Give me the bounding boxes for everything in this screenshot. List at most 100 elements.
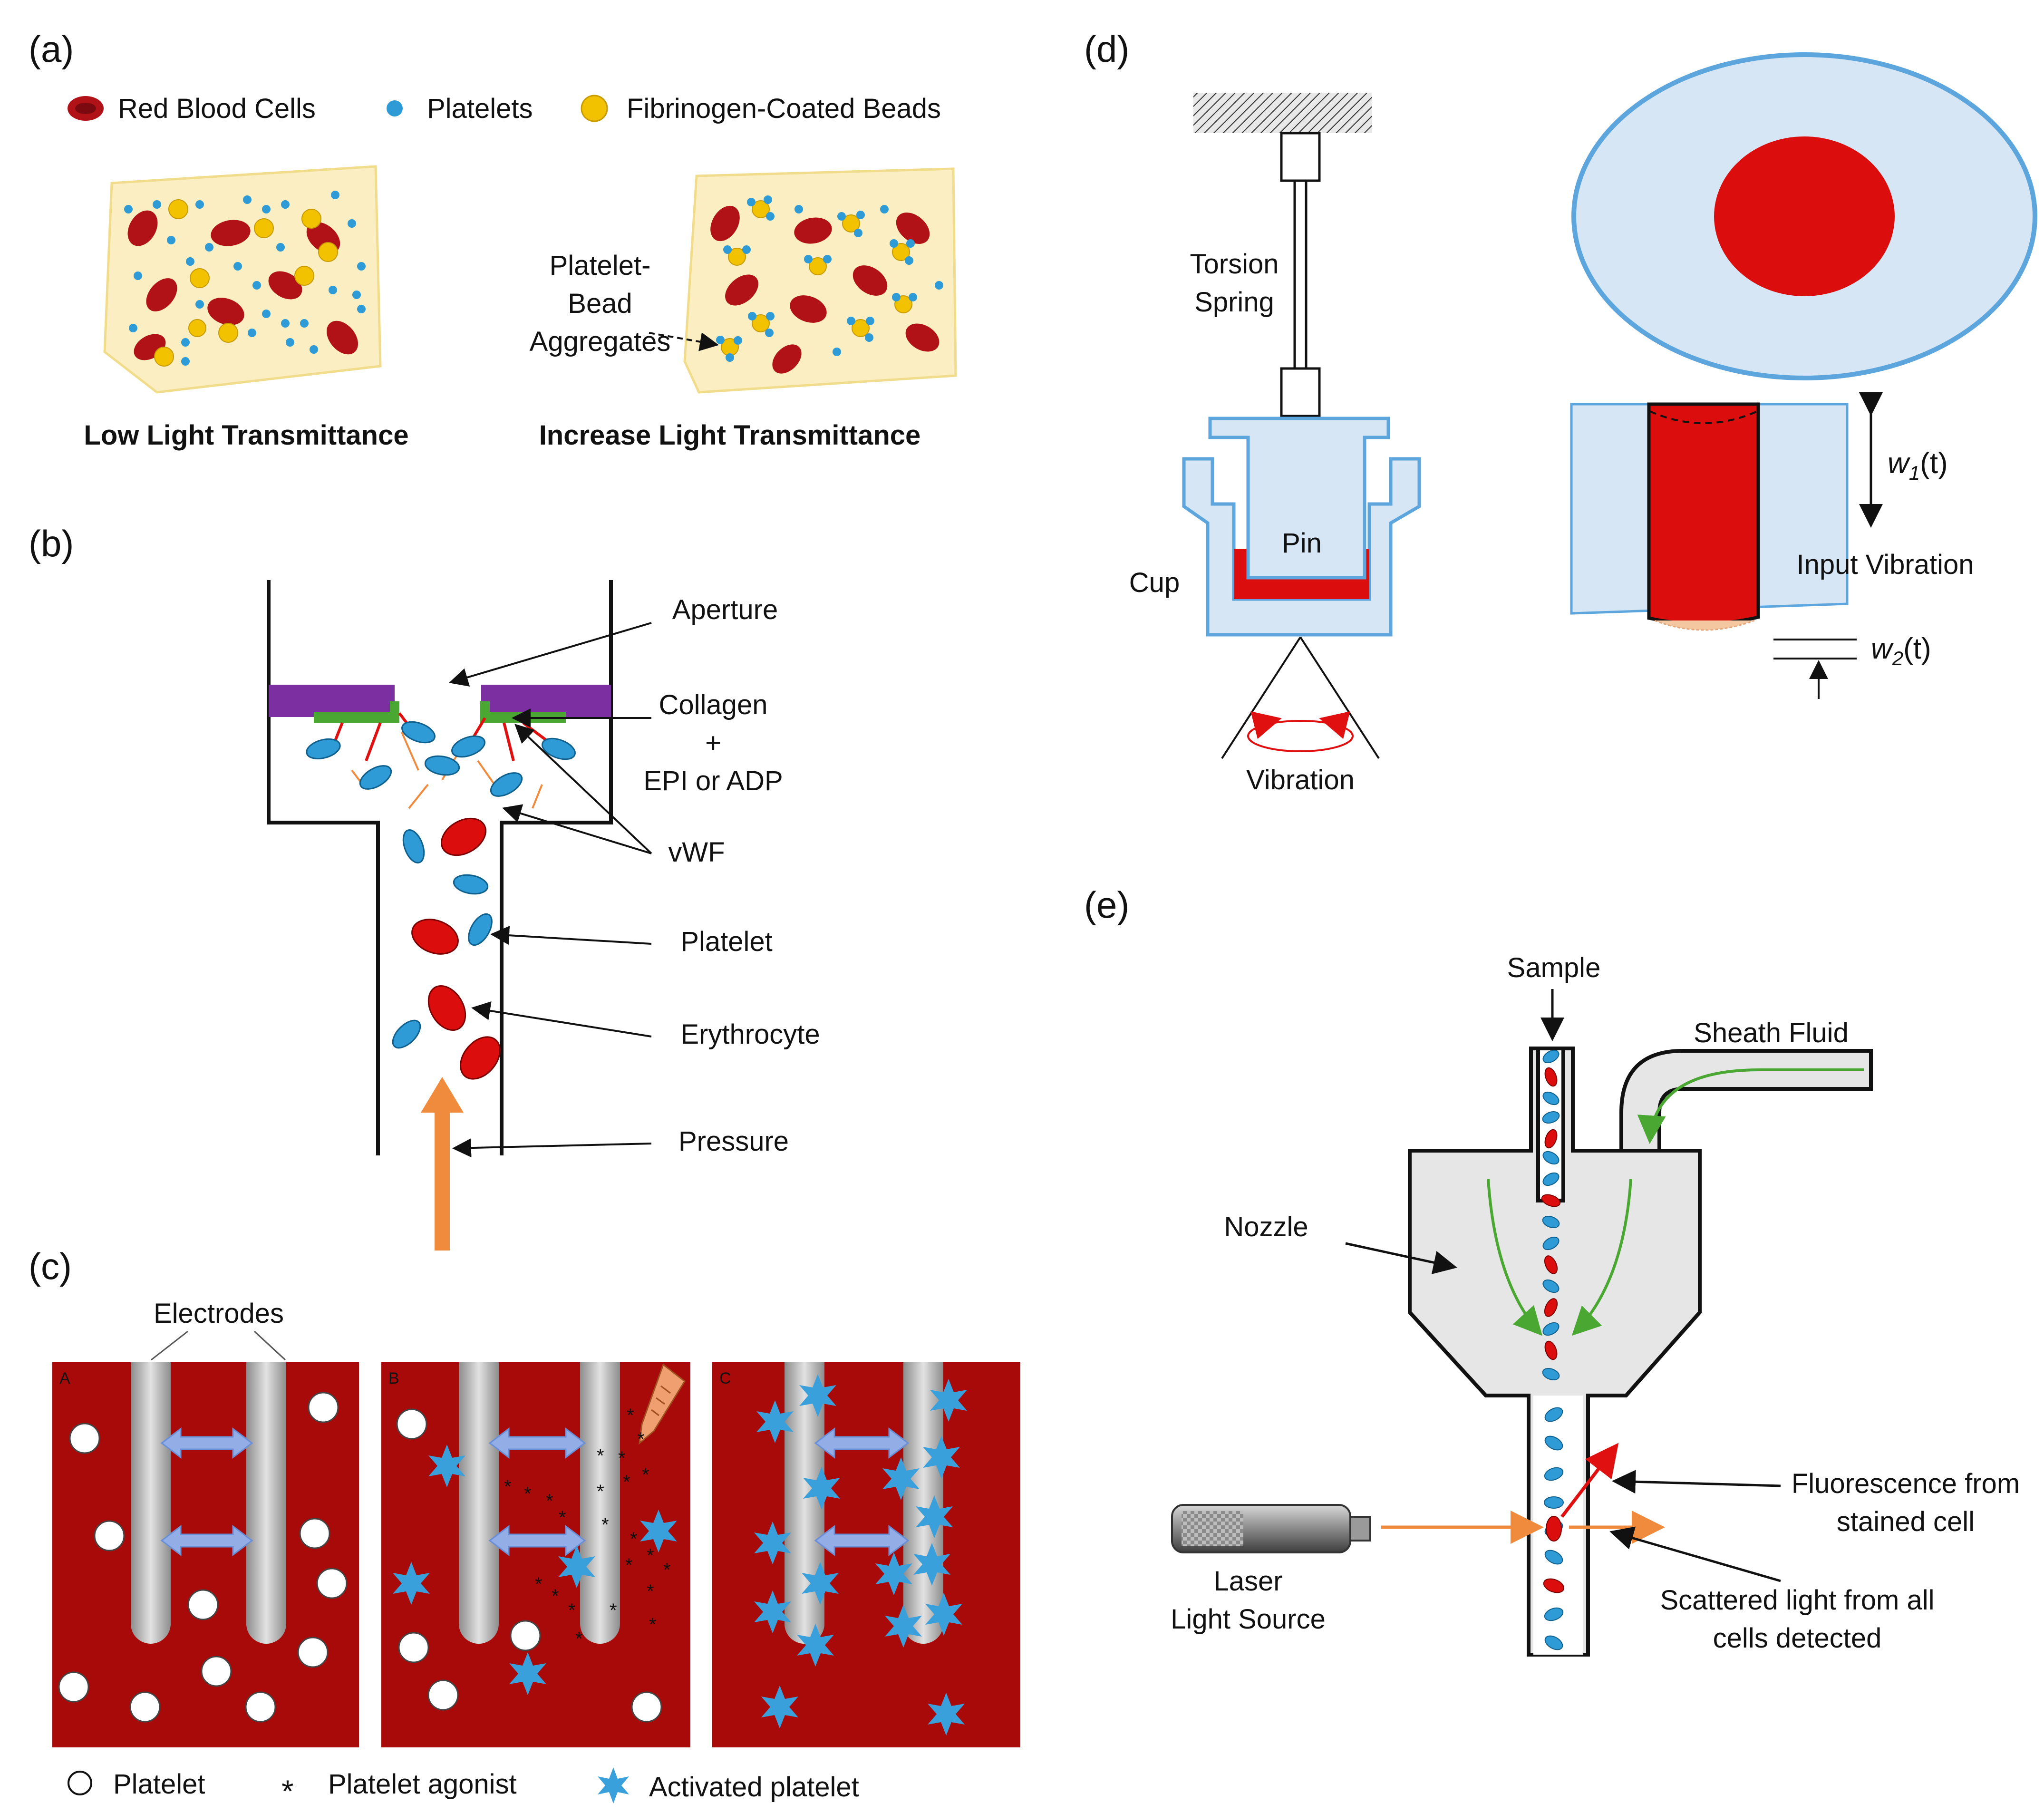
pin [1208, 417, 1390, 580]
platelets-b [306, 721, 576, 1049]
panel-a: (a) Red Blood Cells Platelets Fibrinogen… [29, 28, 957, 451]
subpanel-c: C [712, 1362, 1020, 1747]
collagen-label-line3: EPI or ADP [643, 766, 783, 796]
impedance-arrows-c [814, 1427, 910, 1556]
svg-text:*: * [637, 1429, 645, 1450]
caption-increase-transmittance: Increase Light Transmittance [539, 420, 921, 451]
displacement-bulge [1654, 620, 1755, 631]
impedance-arrows-b [488, 1427, 586, 1556]
aggregate-arrow [649, 332, 719, 351]
subpanel-a: A [52, 1362, 359, 1747]
aggregate-label-line1: Platelet- [550, 250, 651, 281]
svg-text:*: * [601, 1514, 609, 1535]
nozzle-label: Nozzle [1224, 1212, 1308, 1242]
platelet-icon [387, 100, 403, 116]
sample-label: Sample [1507, 952, 1601, 983]
cup-label: Cup [1129, 567, 1180, 598]
sheath-fluid-tube [1619, 1049, 1873, 1153]
svg-text:*: * [552, 1586, 559, 1607]
erythrocytes-b [411, 817, 501, 1080]
panel-c-legend: Platelet * Platelet agonist Activated pl… [68, 1767, 859, 1809]
panel-b-pointers [449, 622, 652, 1158]
activated-platelets-c [754, 1374, 967, 1735]
svg-text:*: * [524, 1483, 532, 1504]
electrode-c-left [785, 1362, 824, 1644]
svg-text:*: * [647, 1545, 654, 1566]
rotation-arrow-left [1250, 711, 1282, 739]
activated-platelets-b [393, 1445, 677, 1695]
collagen-label-line1: Collagen [659, 689, 768, 720]
panel-e-label: (e) [1084, 884, 1129, 926]
panel-c-label: (c) [29, 1245, 72, 1287]
electrodes-label: Electrodes [154, 1298, 284, 1329]
panel-b-label: (b) [29, 523, 74, 564]
platelets-b-sub [396, 1408, 662, 1723]
svg-text:*: * [630, 1529, 638, 1550]
svg-text:*: * [575, 1629, 583, 1649]
torsion-label-line2: Spring [1194, 287, 1274, 318]
legend-platelet-label: Platelet [113, 1769, 205, 1800]
platelet-label: Platelet [680, 926, 772, 957]
nozzle-pointer [1345, 1242, 1457, 1274]
w2-label: w2(t) [1871, 632, 1931, 669]
legend-activated-label: Activated platelet [649, 1772, 859, 1803]
side-view-sample [1647, 402, 1760, 626]
panel-c: (c) Electrodes A B [29, 1245, 1020, 1809]
vwf-label: vWF [668, 837, 725, 868]
activated-platelet-legend-icon [598, 1767, 629, 1803]
svg-text:*: * [618, 1448, 626, 1469]
detected-stained-cell [1546, 1516, 1562, 1542]
platelets-a [58, 1392, 348, 1723]
membrane-left [269, 685, 395, 717]
panel-a-label: (a) [29, 28, 74, 70]
pipette-icon [639, 1363, 686, 1445]
collagen-left [314, 701, 399, 723]
caption-low-transmittance: Low Light Transmittance [84, 420, 408, 451]
legend-beads-label: Fibrinogen-Coated Beads [627, 93, 941, 124]
sheath-fluid-label: Sheath Fluid [1694, 1018, 1849, 1048]
svg-text:*: * [546, 1491, 553, 1512]
meniscus-dashed [1649, 410, 1758, 424]
dish-increased-transmittance [683, 167, 957, 394]
electrode-a-left [131, 1362, 171, 1644]
svg-text:*: * [597, 1445, 604, 1466]
svg-text:*: * [623, 1472, 630, 1493]
svg-text:*: * [642, 1464, 649, 1485]
svg-text:*: * [627, 1405, 634, 1426]
svg-text:*: * [535, 1574, 542, 1595]
svg-text:*: * [610, 1600, 617, 1621]
aggregates-right [716, 195, 943, 362]
vwf-fibers [351, 732, 543, 809]
fluorescence-label-line2: stained cell [1837, 1506, 1975, 1537]
cup [1182, 457, 1421, 637]
torsion-wire [1293, 179, 1308, 370]
collagen-label-line2: + [705, 727, 721, 758]
laser-device [1171, 1504, 1371, 1553]
pressure-label: Pressure [678, 1126, 789, 1157]
panel-a-legend: Red Blood Cells Platelets Fibrinogen-Coa… [68, 93, 941, 124]
pin-label: Pin [1282, 528, 1322, 559]
lower-clamp [1280, 367, 1321, 417]
subpanel-b: B *** *** *** *** *** [381, 1362, 690, 1747]
electrode-a-right [246, 1362, 286, 1644]
svg-text:*: * [625, 1555, 633, 1576]
scattered-label-line2: cells detected [1713, 1623, 1882, 1654]
svg-text:*: * [504, 1476, 512, 1497]
subpanel-c-label: C [719, 1369, 731, 1387]
scattered-label-line1: Scattered light from all [1660, 1585, 1934, 1616]
cell-stream [1541, 1049, 1565, 1650]
rbc-group-left [127, 210, 358, 360]
svg-text:*: * [568, 1600, 576, 1621]
rotation-arrow-right [1319, 711, 1350, 739]
rotation-ellipse [1247, 720, 1354, 752]
electrode-b-left [459, 1362, 499, 1644]
agonist-legend-icon: * [281, 1774, 294, 1809]
pfa-cartridge-outline [267, 580, 613, 1155]
panel-d: (d) Torsion Spring Pin Cup Vibration w1(… [1084, 28, 2037, 795]
torsion-label-line1: Torsion [1190, 249, 1279, 280]
svg-text:*: * [647, 1581, 654, 1602]
red-blood-cell-icon [68, 96, 104, 121]
legend-rbc-label: Red Blood Cells [118, 93, 316, 124]
svg-text:*: * [559, 1507, 566, 1528]
